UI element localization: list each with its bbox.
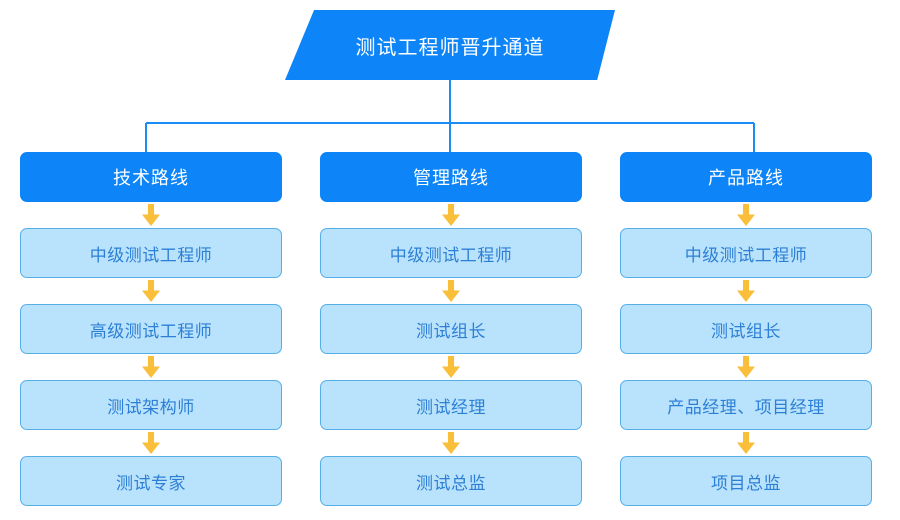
arrow-down-icon (142, 280, 160, 302)
arrow-gap (320, 354, 582, 380)
arrow-gap (20, 278, 282, 304)
step-node[interactable]: 高级测试工程师 (20, 304, 282, 354)
step-label: 中级测试工程师 (684, 245, 808, 265)
arrow-gap (20, 202, 282, 228)
step-node[interactable]: 中级测试工程师 (320, 228, 582, 278)
column-header-management[interactable]: 管理路线 (320, 152, 582, 202)
step-label: 中级测试工程师 (89, 245, 213, 265)
arrow-down-icon (737, 432, 755, 454)
page-title: 测试工程师晋升通道 (355, 36, 545, 59)
path-column-technical: 技术路线 中级测试工程师 高级测试工程师 测试架构师 测试专家 (20, 152, 282, 506)
arrow-gap (320, 278, 582, 304)
step-node[interactable]: 测试总监 (320, 456, 582, 506)
arrow-down-icon (737, 204, 755, 226)
column-header-technical[interactable]: 技术路线 (20, 152, 282, 202)
column-header-label: 产品路线 (708, 168, 784, 188)
step-label: 中级测试工程师 (389, 245, 513, 265)
step-label: 测试架构师 (107, 397, 195, 417)
step-label: 高级测试工程师 (89, 321, 213, 341)
step-node[interactable]: 测试组长 (620, 304, 872, 354)
arrow-down-icon (737, 356, 755, 378)
step-node[interactable]: 测试架构师 (20, 380, 282, 430)
path-column-product: 产品路线 中级测试工程师 测试组长 产品经理、项目经理 项目总监 (620, 152, 872, 506)
step-label: 项目总监 (711, 473, 781, 493)
step-node[interactable]: 项目总监 (620, 456, 872, 506)
step-node[interactable]: 测试经理 (320, 380, 582, 430)
step-label: 测试专家 (116, 473, 186, 493)
arrow-down-icon (442, 356, 460, 378)
column-header-product[interactable]: 产品路线 (620, 152, 872, 202)
step-label: 测试组长 (711, 321, 781, 341)
arrow-down-icon (142, 432, 160, 454)
arrow-down-icon (142, 204, 160, 226)
step-node[interactable]: 中级测试工程师 (20, 228, 282, 278)
arrow-gap (620, 354, 872, 380)
step-label: 测试组长 (416, 321, 486, 341)
arrow-gap (620, 430, 872, 456)
arrow-down-icon (442, 432, 460, 454)
step-node[interactable]: 中级测试工程师 (620, 228, 872, 278)
arrow-down-icon (442, 204, 460, 226)
step-label: 测试总监 (416, 473, 486, 493)
column-header-label: 技术路线 (113, 168, 189, 188)
path-column-management: 管理路线 中级测试工程师 测试组长 测试经理 测试总监 (320, 152, 582, 506)
arrow-gap (320, 202, 582, 228)
arrow-gap (20, 354, 282, 380)
arrow-gap (620, 202, 872, 228)
step-node[interactable]: 测试组长 (320, 304, 582, 354)
arrow-down-icon (737, 280, 755, 302)
step-node[interactable]: 测试专家 (20, 456, 282, 506)
diagram-title-banner: 测试工程师晋升通道 (285, 10, 615, 80)
step-node[interactable]: 产品经理、项目经理 (620, 380, 872, 430)
arrow-down-icon (442, 280, 460, 302)
arrow-down-icon (142, 356, 160, 378)
arrow-gap (320, 430, 582, 456)
step-label: 产品经理、项目经理 (667, 397, 825, 417)
arrow-gap (620, 278, 872, 304)
column-header-label: 管理路线 (413, 168, 489, 188)
arrow-gap (20, 430, 282, 456)
step-label: 测试经理 (416, 397, 486, 417)
